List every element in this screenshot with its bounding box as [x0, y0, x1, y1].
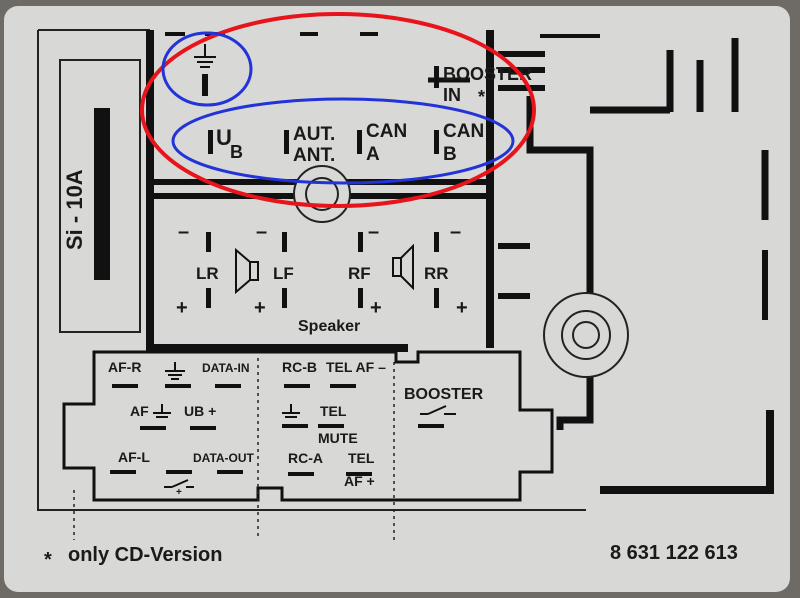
speaker-label-lr: LR	[196, 264, 219, 283]
speaker-label-rr: RR	[424, 264, 449, 283]
booster-in-line1: BOOSTER	[443, 64, 532, 84]
iso-mute: MUTE	[318, 430, 358, 446]
red-highlight-ellipse	[140, 12, 536, 208]
pin-aut-ant-line1: AUT.	[293, 124, 335, 145]
speaker-minus-lr: –	[178, 221, 189, 243]
speaker-plus-lf: +	[254, 297, 266, 319]
speaker-plus-lr: +	[176, 297, 188, 319]
iso-tel-af-minus: TEL AF –	[326, 359, 386, 375]
iso-ground-icon-1	[165, 362, 185, 380]
footer-star: *	[44, 549, 52, 571]
booster-in-star: *	[478, 87, 485, 107]
iso-data-out: DATA-OUT	[193, 451, 255, 465]
speaker-minus-rr: –	[450, 221, 461, 243]
mount-hole-top	[293, 165, 351, 223]
speaker-plus-rf: +	[370, 297, 382, 319]
outer-frame	[37, 30, 586, 511]
speaker-minus-rf: –	[368, 221, 379, 243]
iso-connector-outline	[62, 350, 554, 502]
blue-highlight-pins	[171, 97, 515, 185]
pin-ub	[208, 130, 213, 154]
pin-can-b-line1: CAN	[443, 121, 484, 142]
iso-ub-plus: UB +	[184, 403, 216, 419]
speaker-plus-rr: +	[456, 297, 468, 319]
svg-text:+: +	[176, 487, 182, 498]
footer-part-number: 8 631 122 613	[610, 542, 738, 564]
speaker-label-lf: LF	[273, 264, 294, 283]
fuse-bar	[94, 108, 110, 280]
iso-af-plus: AF +	[344, 473, 375, 489]
iso-booster: BOOSTER	[404, 386, 484, 403]
pin-can-a-line2: A	[366, 144, 380, 165]
iso-af-gnd: AF	[130, 403, 149, 419]
iso-tel-2: TEL	[348, 450, 375, 466]
pin-can-b	[434, 130, 439, 154]
pin-can-a	[357, 130, 362, 154]
iso-af-l: AF-L	[118, 449, 150, 465]
footer-note: only CD-Version	[68, 544, 222, 566]
booster-in-line2: IN	[443, 85, 461, 105]
iso-switch-icon: +	[164, 479, 194, 498]
fuse-box	[59, 59, 141, 333]
iso-data-in: DATA-IN	[202, 361, 250, 375]
pin-aut-ant-line2: ANT.	[293, 145, 335, 166]
pin-aut-ant	[284, 130, 289, 154]
speaker-minus-lf: –	[256, 221, 267, 243]
iso-af-r: AF-R	[108, 359, 141, 375]
iso-ground-icon-2	[153, 404, 171, 418]
iso-rc-b: RC-B	[282, 359, 317, 375]
speaker-label-rf: RF	[348, 264, 371, 283]
speaker-connector: – – – – LR LF RF RR + + + + Speaker	[176, 221, 468, 335]
iso-tel: TEL	[320, 403, 347, 419]
speaker-icon-right	[392, 243, 414, 291]
mount-hole-right	[543, 292, 629, 378]
ground-icon	[194, 44, 216, 96]
iso-ground-icon-3	[282, 404, 300, 418]
iso-rc-a: RC-A	[288, 450, 323, 466]
speaker-icon-left	[235, 247, 259, 295]
pin-can-b-line2: B	[443, 144, 457, 165]
pin-booster-in	[434, 66, 439, 88]
iso-booster-switch-icon	[420, 405, 456, 415]
pin-ub-main: U	[216, 125, 232, 150]
speaker-title: Speaker	[298, 318, 360, 335]
pin-ub-sub: B	[230, 142, 243, 162]
pin-can-a-line1: CAN	[366, 121, 407, 142]
blue-highlight-ground	[161, 31, 253, 107]
fuse-label: Si - 10A	[62, 169, 87, 250]
